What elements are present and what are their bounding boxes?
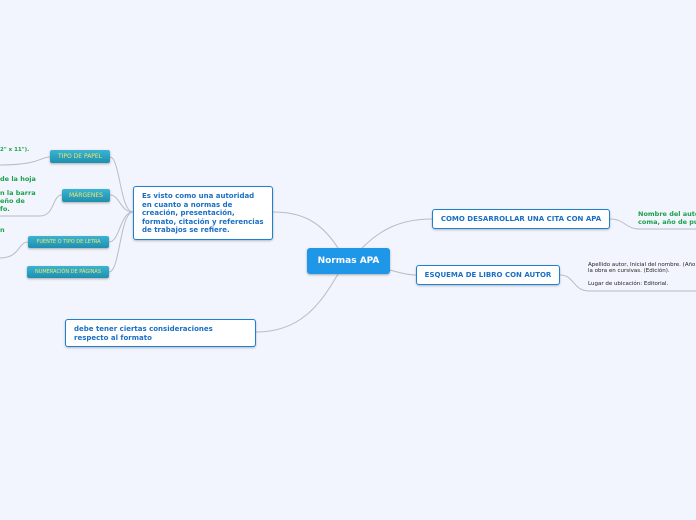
- central-topic[interactable]: Normas APA: [307, 248, 390, 274]
- connector: [109, 194, 134, 213]
- connector: [272, 211, 339, 249]
- note-cita-1: Nombre del autor: [638, 210, 696, 218]
- node-definition[interactable]: Es visto como una autoridad en cuanto a …: [133, 186, 273, 240]
- node-tipo-papel[interactable]: TIPO DE PAPEL: [50, 150, 110, 163]
- note-libro-3: Lugar de ubicación: Editorial.: [588, 281, 669, 287]
- connector: [108, 211, 134, 273]
- note-margins-2: n la barra: [0, 189, 36, 197]
- note-libro-1: Apellido autor, Inicial del nombre. (Año: [588, 262, 696, 268]
- note-paper: 2" x 11").: [0, 147, 30, 153]
- connector: [0, 156, 51, 166]
- note-margins-1: de la hoja: [0, 175, 36, 183]
- node-margenes[interactable]: MÁRGENES: [62, 189, 110, 202]
- connector: [389, 269, 417, 276]
- connector: [109, 156, 134, 213]
- note-margins-4: fo.: [0, 205, 10, 213]
- node-fuente[interactable]: FUENTE O TIPO DE LETRA: [28, 236, 109, 248]
- note-cita-2: coma, año de pub: [638, 218, 696, 226]
- node-como-citar[interactable]: COMO DESARROLLAR UNA CITA CON APA: [432, 209, 610, 229]
- note-font: n: [0, 226, 5, 234]
- node-format[interactable]: debe tener ciertas consideraciones respe…: [65, 319, 256, 347]
- note-margins-3: eño de: [0, 197, 25, 205]
- connector: [0, 194, 63, 217]
- connector: [559, 274, 696, 292]
- node-numeracion[interactable]: NUMERACIÓN DE PÁGINAS: [27, 266, 109, 278]
- note-libro-2: la obra en cursivas. (Edición).: [588, 268, 670, 274]
- connector: [0, 241, 29, 259]
- connector: [361, 218, 433, 249]
- connector: [609, 218, 696, 230]
- node-esquema-libro[interactable]: ESQUEMA DE LIBRO CON AUTOR: [416, 265, 560, 285]
- connector: [255, 273, 339, 333]
